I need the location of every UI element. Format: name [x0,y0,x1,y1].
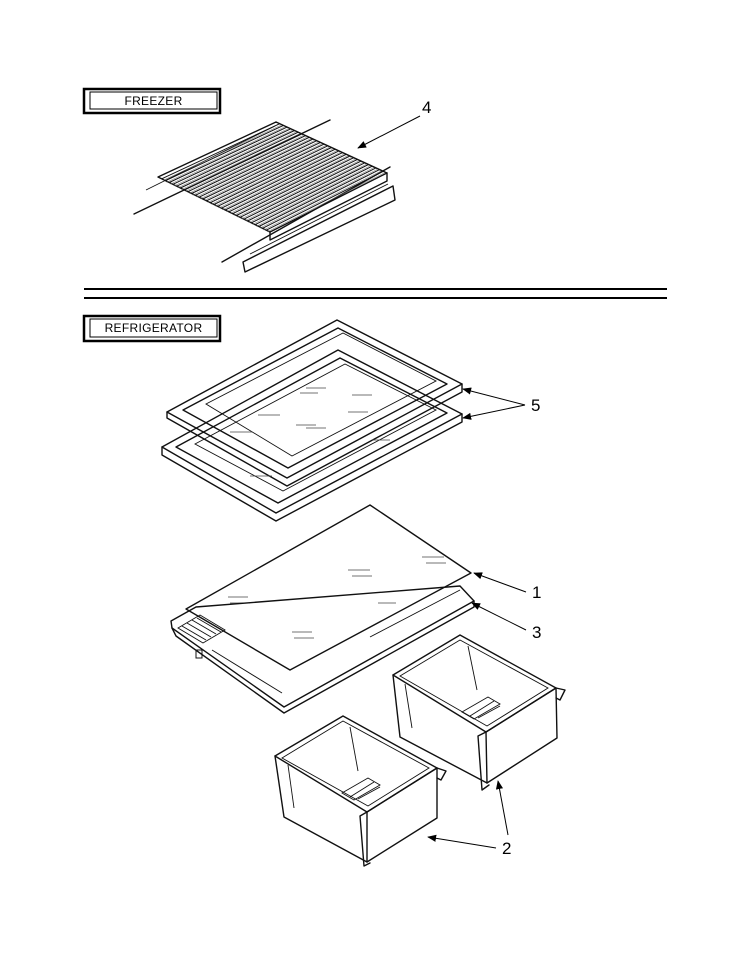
leader-2a [495,780,509,836]
callout-3: 3 [532,623,542,642]
freezer-wire-shelf [133,119,396,273]
freezer-label-box [82,87,222,115]
leader-1 [473,572,527,593]
leader-2b [427,834,497,849]
callout-1: 1 [532,583,542,602]
refrigerator-label-box [82,314,222,343]
callout-2: 2 [502,839,512,858]
leader-4 [357,115,421,149]
refrigerator-shelf-upper [166,319,463,487]
refrigerator-shelf-lower [161,349,463,522]
callout-5: 5 [531,396,541,415]
leader-5b [462,404,526,420]
callout-4: 4 [422,98,432,117]
freezer-label: FREEZER [124,94,183,108]
crisper-drawer-right [392,634,566,791]
crisper-cover-glass [185,504,472,671]
refrigerator-label: REFRIGERATOR [104,321,203,335]
leader-5a [462,387,526,406]
crisper-drawer-left [274,715,447,867]
leader-3 [471,602,527,631]
crisper-cover-frame [170,585,475,714]
